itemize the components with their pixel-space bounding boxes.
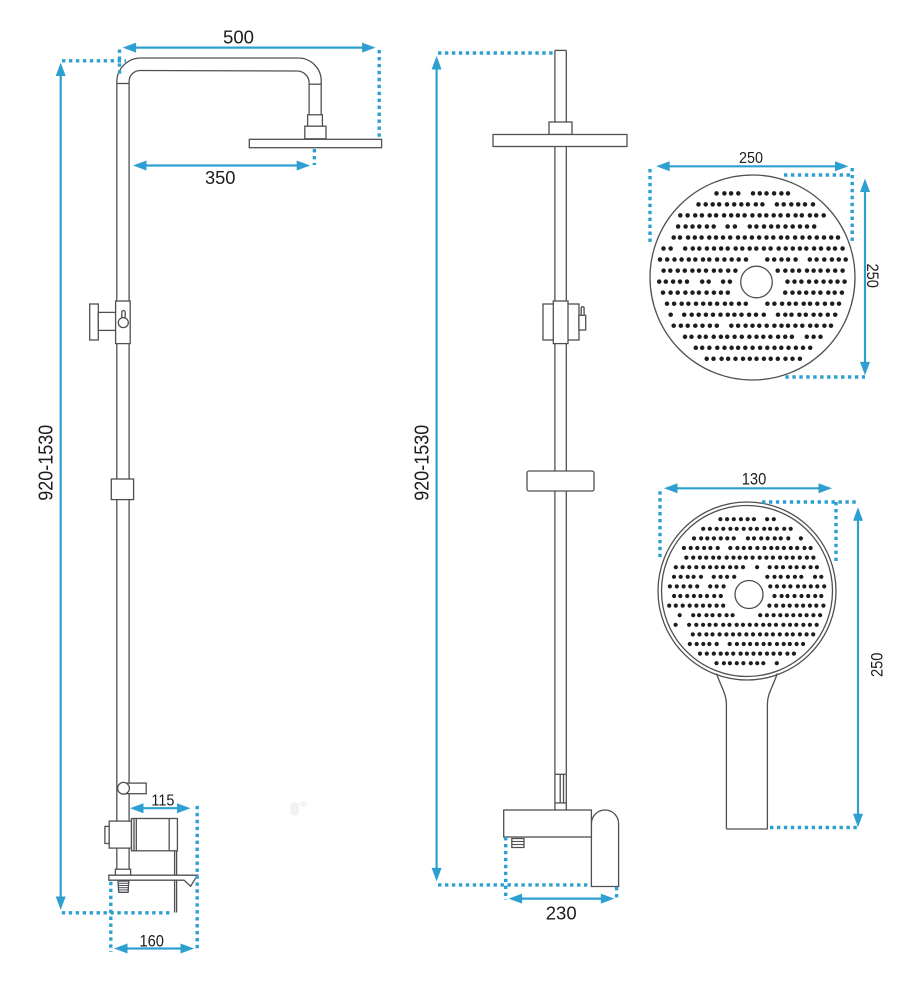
svg-text:920-1530: 920-1530 — [34, 425, 57, 501]
svg-text:160: 160 — [139, 931, 164, 950]
svg-text:920-1530: 920-1530 — [411, 425, 434, 501]
svg-text:250: 250 — [739, 150, 763, 167]
svg-text:115: 115 — [151, 793, 174, 810]
svg-text:250: 250 — [863, 263, 881, 288]
svg-text:130: 130 — [742, 470, 767, 489]
svg-text:230: 230 — [546, 902, 577, 923]
svg-text:350: 350 — [205, 167, 236, 188]
svg-text:250: 250 — [869, 653, 887, 678]
svg-text:500: 500 — [223, 26, 254, 47]
